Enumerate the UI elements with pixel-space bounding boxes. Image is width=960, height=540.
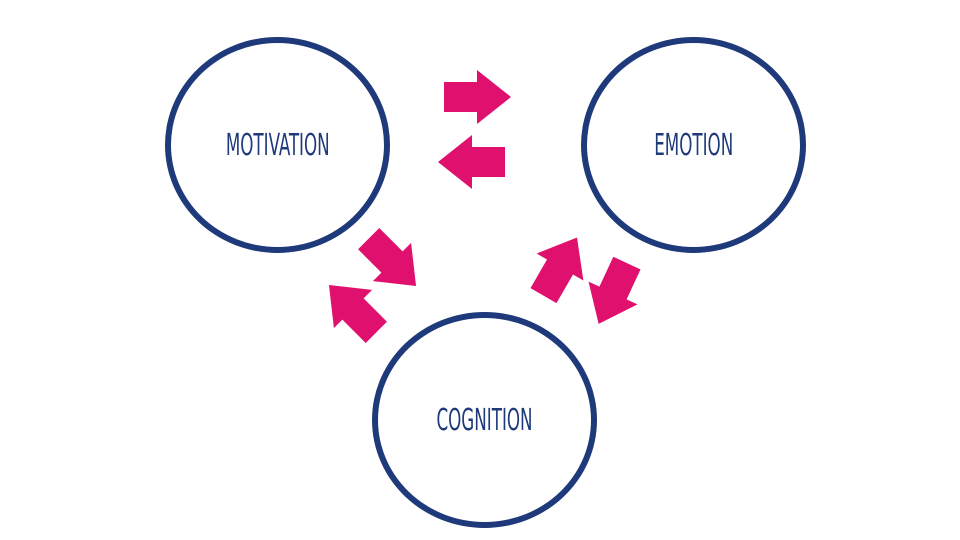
cognition-label: COGNITION	[436, 402, 533, 438]
emotion-circle: EMOTION	[581, 37, 806, 253]
motivation-label: MOTIVATION	[225, 127, 330, 163]
arrow-motivation-to-emotion	[444, 70, 511, 124]
arrow-cognition-to-emotion	[520, 224, 601, 310]
cognition-circle: COGNITION	[372, 312, 597, 528]
emotion-label: EMOTION	[653, 127, 734, 163]
motivation-circle: MOTIVATION	[165, 37, 390, 253]
arrow-emotion-to-cognition	[574, 251, 652, 336]
arrow-emotion-to-motivation	[438, 135, 505, 189]
